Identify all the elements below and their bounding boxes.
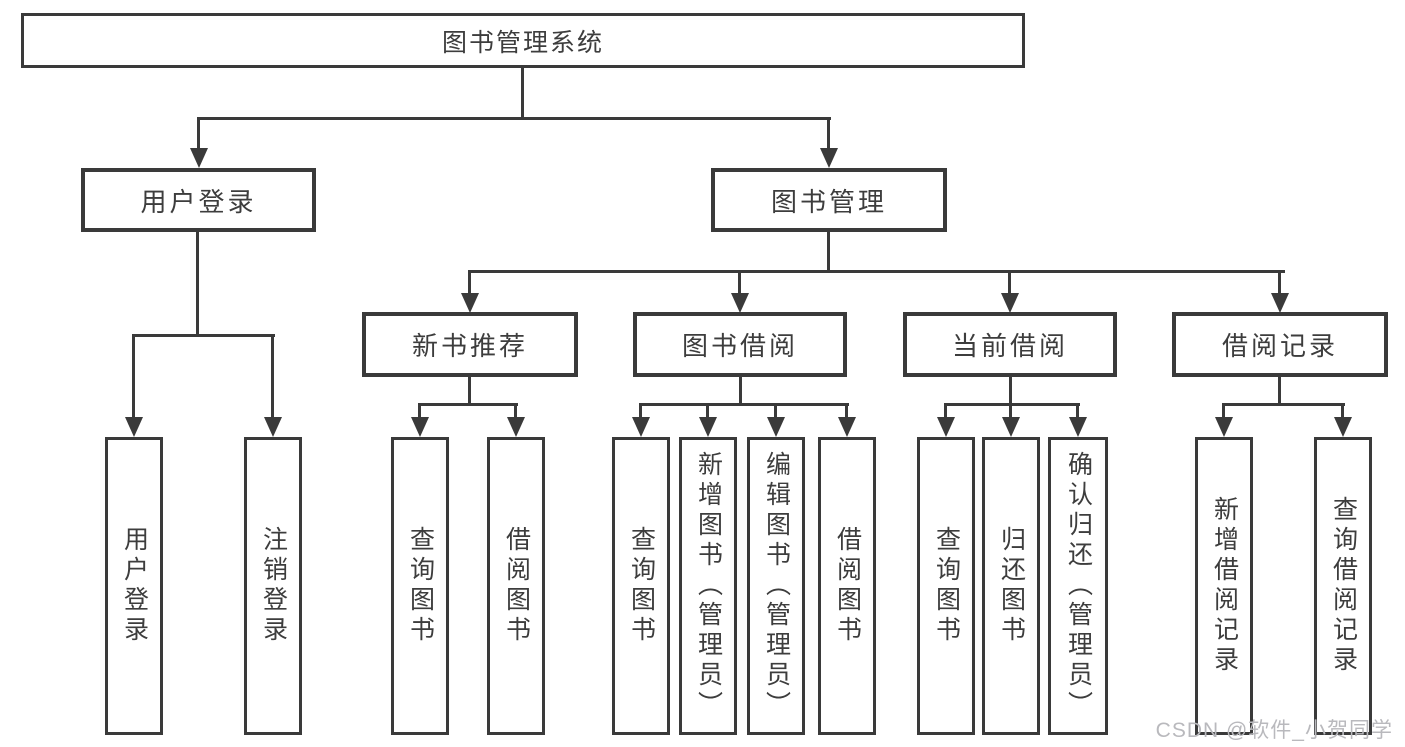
leaf-borrowing-add-book-admin: 新增图书（管理员）: [679, 437, 737, 735]
connector-current-drop-1: [944, 403, 947, 420]
connector-root-bar: [197, 117, 831, 120]
leaf-current-return-book: 归还图书: [982, 437, 1040, 735]
arrowhead-down-icon: [1334, 417, 1352, 437]
leaf-recommend-borrow-book: 借阅图书: [487, 437, 545, 735]
connector-current-drop-2: [1009, 403, 1012, 420]
connector-borrowing-drop-2: [706, 403, 709, 420]
connector-borrowing-drop-3: [774, 403, 777, 420]
arrowhead-down-icon: [699, 417, 717, 437]
node-root: 图书管理系统: [21, 13, 1025, 68]
connector-records-drop-2: [1341, 403, 1344, 420]
connector-userlogin-drop-1: [132, 334, 135, 420]
node-book-management: 图书管理: [711, 168, 947, 232]
arrowhead-down-icon: [507, 417, 525, 437]
arrowhead-down-icon: [731, 293, 749, 313]
node-user-login: 用户登录: [81, 168, 316, 232]
connector-records-drop-1: [1222, 403, 1225, 420]
node-new-book-recommend: 新书推荐: [362, 312, 578, 377]
connector-userlogin-drop-2: [271, 334, 274, 420]
connector-bookmgmt-drop-1: [468, 270, 471, 296]
leaf-current-query-book: 查询图书: [917, 437, 975, 735]
connector-bookmgmt-drop-4: [1278, 270, 1281, 296]
connector-borrowing-bar: [639, 403, 849, 406]
connector-userlogin-bar: [132, 334, 275, 337]
connector-bookmgmt-stem: [827, 231, 830, 273]
arrowhead-down-icon: [820, 148, 838, 168]
arrowhead-down-icon: [838, 417, 856, 437]
leaf-logout: 注销登录: [244, 437, 302, 735]
node-current-borrowing: 当前借阅: [903, 312, 1117, 377]
connector-root-drop-right: [827, 117, 830, 152]
connector-borrowing-drop-4: [845, 403, 848, 420]
leaf-user-login: 用户登录: [105, 437, 163, 735]
connector-userlogin-stem: [196, 231, 199, 336]
connector-borrowing-drop-1: [639, 403, 642, 420]
connector-recommend-drop-1: [418, 403, 421, 420]
connector-current-bar: [944, 403, 1080, 406]
leaf-borrowing-edit-book-admin: 编辑图书（管理员）: [747, 437, 805, 735]
leaf-records-query-record: 查询借阅记录: [1314, 437, 1372, 735]
node-book-borrowing: 图书借阅: [633, 312, 847, 377]
connector-current-drop-3: [1076, 403, 1079, 420]
arrowhead-down-icon: [125, 417, 143, 437]
leaf-recommend-query-book: 查询图书: [391, 437, 449, 735]
leaf-borrowing-borrow-book: 借阅图书: [818, 437, 876, 735]
connector-recommend-bar: [418, 403, 518, 406]
connector-bookmgmt-bar: [468, 270, 1285, 273]
connector-recommend-drop-2: [514, 403, 517, 420]
connector-records-bar: [1222, 403, 1345, 406]
connector-root-stem: [521, 67, 524, 120]
arrowhead-down-icon: [767, 417, 785, 437]
connector-records-stem: [1278, 377, 1281, 405]
leaf-borrowing-query-book: 查询图书: [612, 437, 670, 735]
watermark: CSDN @软件_小贺同学: [1155, 719, 1393, 742]
connector-bookmgmt-drop-2: [738, 270, 741, 296]
connector-borrowing-stem: [739, 377, 742, 405]
arrowhead-down-icon: [937, 417, 955, 437]
arrowhead-down-icon: [1215, 417, 1233, 437]
node-borrow-records: 借阅记录: [1172, 312, 1388, 377]
arrowhead-down-icon: [264, 417, 282, 437]
connector-recommend-stem: [468, 377, 471, 405]
arrowhead-down-icon: [1271, 293, 1289, 313]
arrowhead-down-icon: [461, 293, 479, 313]
arrowhead-down-icon: [1069, 417, 1087, 437]
arrowhead-down-icon: [411, 417, 429, 437]
arrowhead-down-icon: [1002, 417, 1020, 437]
connector-current-stem: [1009, 377, 1012, 405]
leaf-records-add-record: 新增借阅记录: [1195, 437, 1253, 735]
arrowhead-down-icon: [632, 417, 650, 437]
connector-bookmgmt-drop-3: [1008, 270, 1011, 296]
arrowhead-down-icon: [1001, 293, 1019, 313]
connector-root-drop-left: [197, 117, 200, 152]
leaf-current-confirm-return-admin: 确认归还（管理员）: [1048, 437, 1108, 735]
arrowhead-down-icon: [190, 148, 208, 168]
